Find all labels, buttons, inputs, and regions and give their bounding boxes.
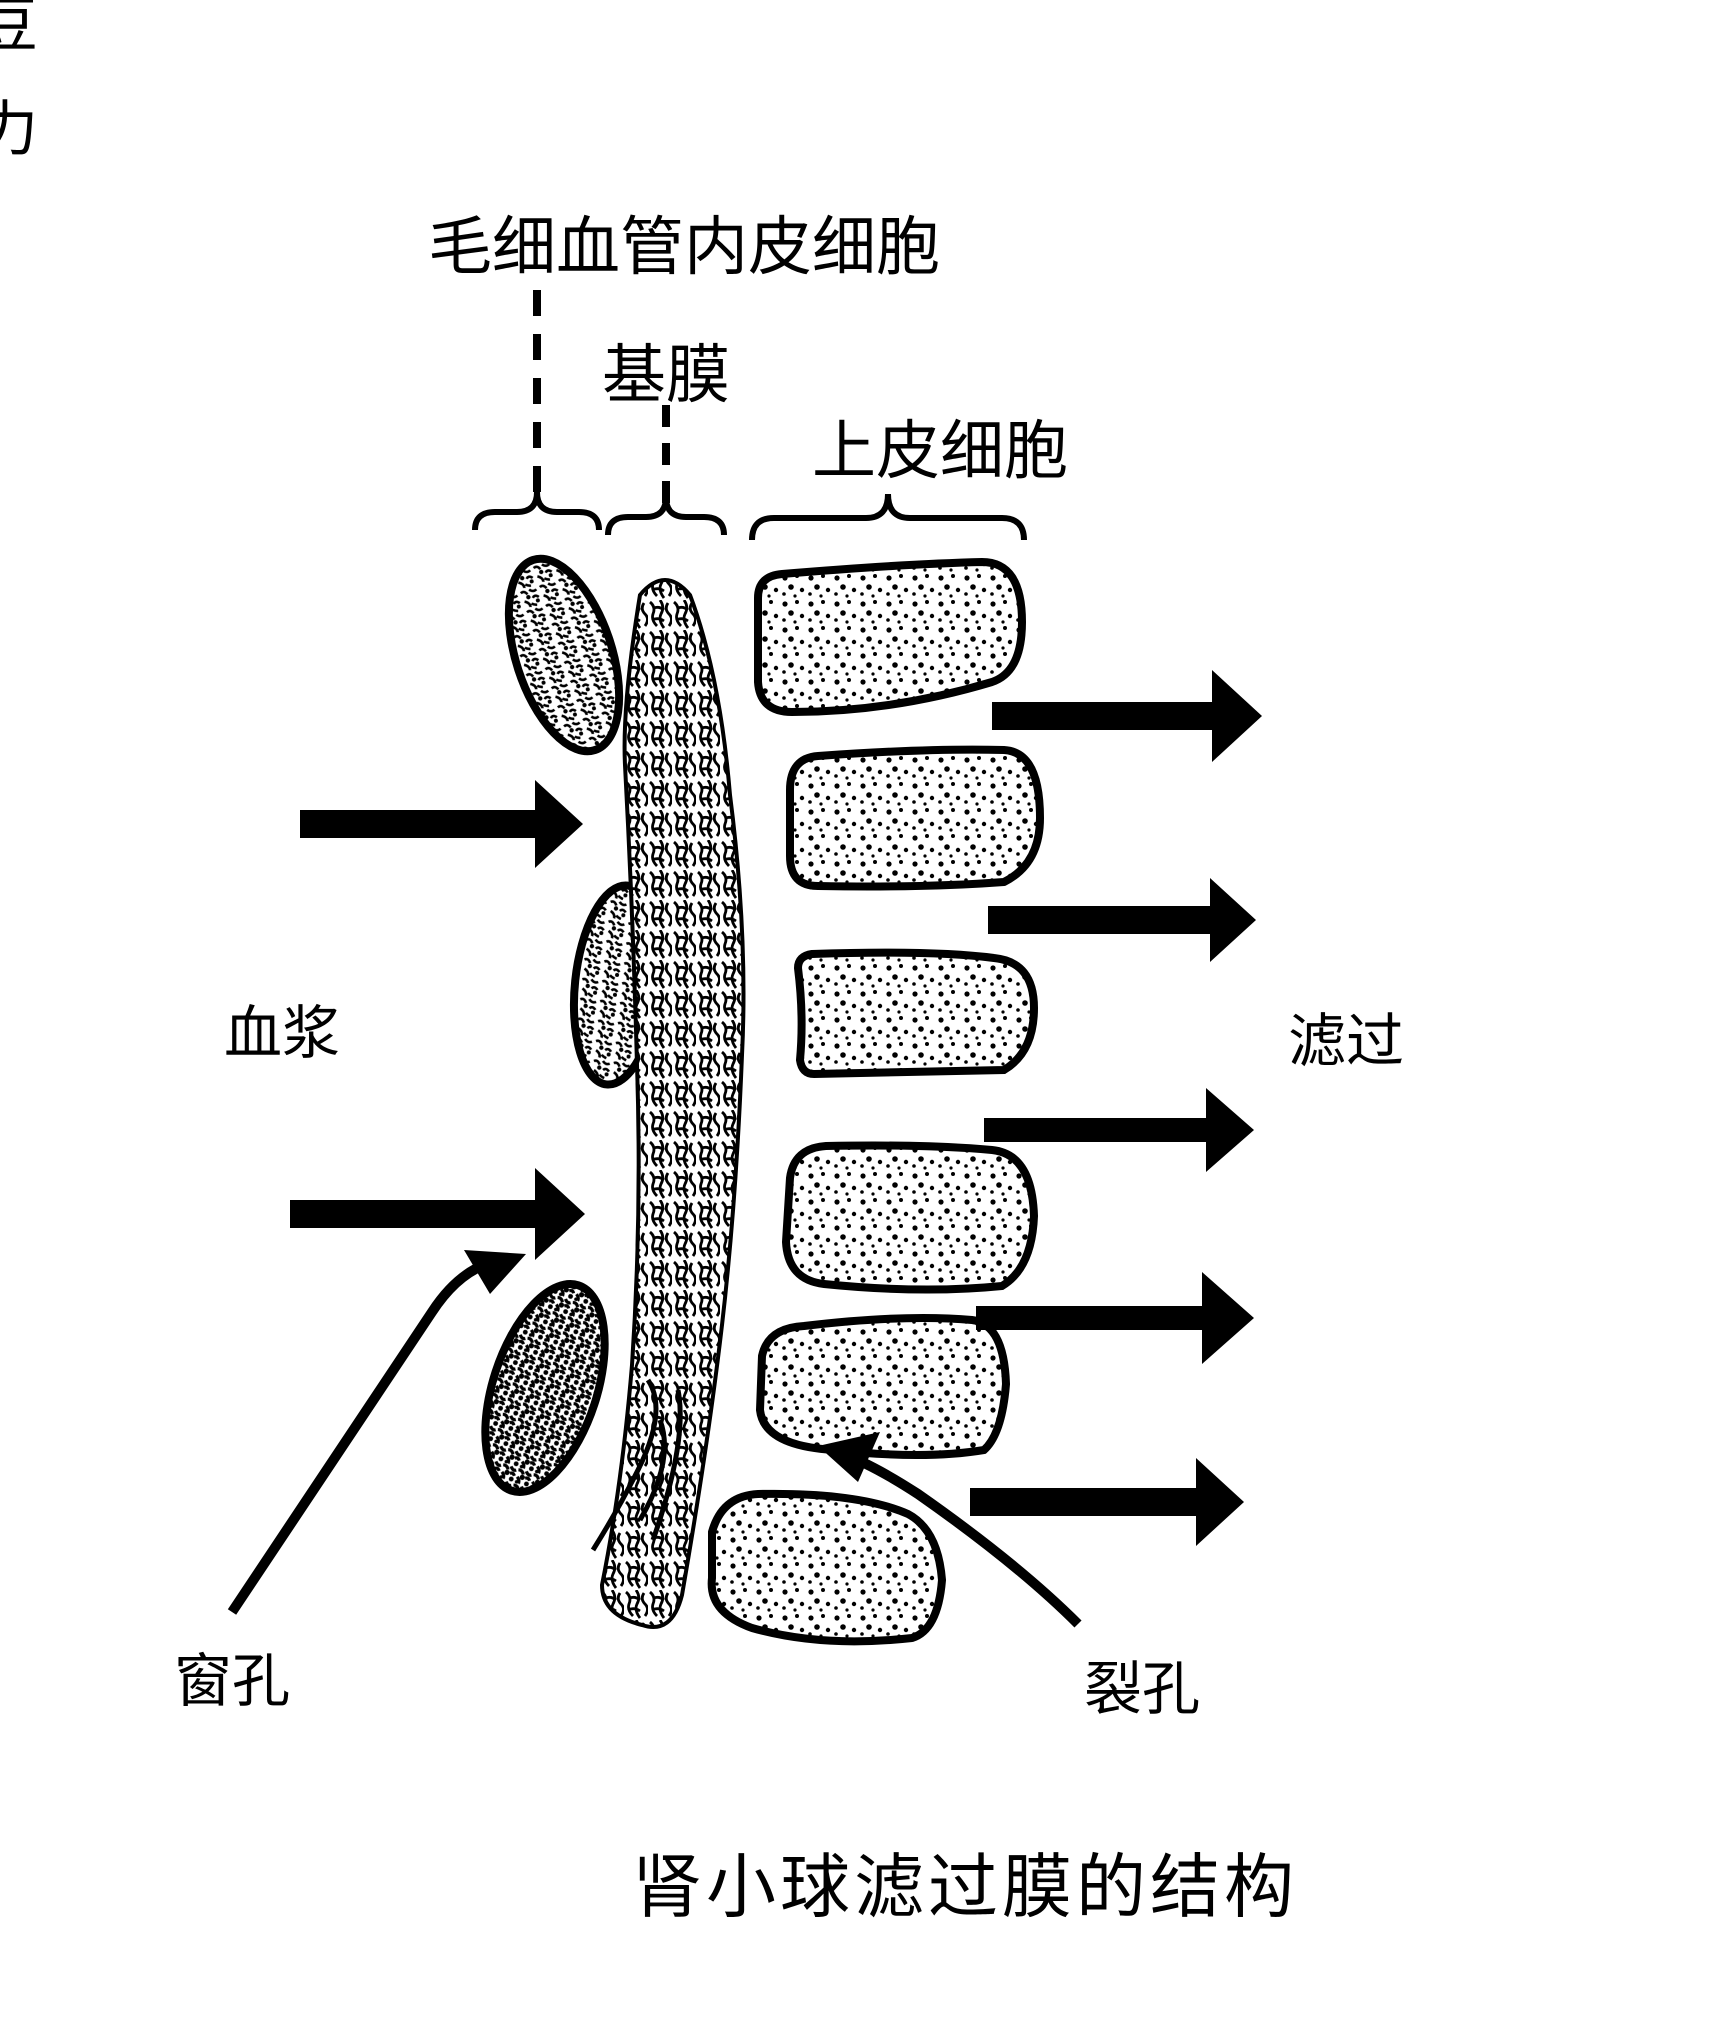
filtrate-label: 滤过 (1288, 1007, 1405, 1075)
slit-pore-label: 裂孔 (1084, 1655, 1201, 1723)
outflow-arrow (988, 878, 1256, 962)
plasma-label: 血浆 (224, 999, 341, 1067)
epithelial-cell (755, 1314, 1011, 1459)
endothelium-label: 毛细血管内皮细胞 (428, 211, 940, 285)
fenestra-pointer (227, 1250, 526, 1615)
epithelial-cell (707, 1489, 947, 1646)
endothelial-cell (504, 554, 624, 756)
endothelial-cell (481, 1280, 609, 1496)
outflow-arrow (984, 1088, 1254, 1172)
basement-membrane (590, 578, 746, 1629)
outflow-arrow (992, 670, 1262, 762)
edge-fragment-second: 力 (0, 95, 38, 165)
inflow-arrow (300, 780, 583, 868)
epithelium-label: 上皮细胞 (812, 415, 1068, 489)
plasma-inflow-arrows (290, 780, 585, 1260)
inflow-arrow (290, 1168, 585, 1260)
fenestra-label: 窗孔 (174, 1647, 291, 1715)
epithelial-cell (781, 1141, 1039, 1294)
basement-membrane-label: 基膜 (602, 339, 730, 413)
edge-fragment-top: 豆 (0, 0, 38, 61)
epithelial-cell (793, 948, 1039, 1079)
figure-title: 肾小球滤过膜的结构 (632, 1846, 1298, 1928)
slit-pore-pointer (818, 1432, 1082, 1628)
epithelial-cell (754, 557, 1027, 717)
outflow-arrow (970, 1458, 1244, 1546)
filtrate-outflow-arrows (970, 670, 1262, 1546)
endothelium-bracket (472, 290, 602, 531)
basement-membrane-bracket (605, 405, 727, 536)
outflow-arrow (976, 1272, 1254, 1364)
epithelium-bracket (749, 493, 1027, 541)
epithelial-cells (707, 557, 1045, 1646)
epithelial-cell (786, 745, 1045, 891)
